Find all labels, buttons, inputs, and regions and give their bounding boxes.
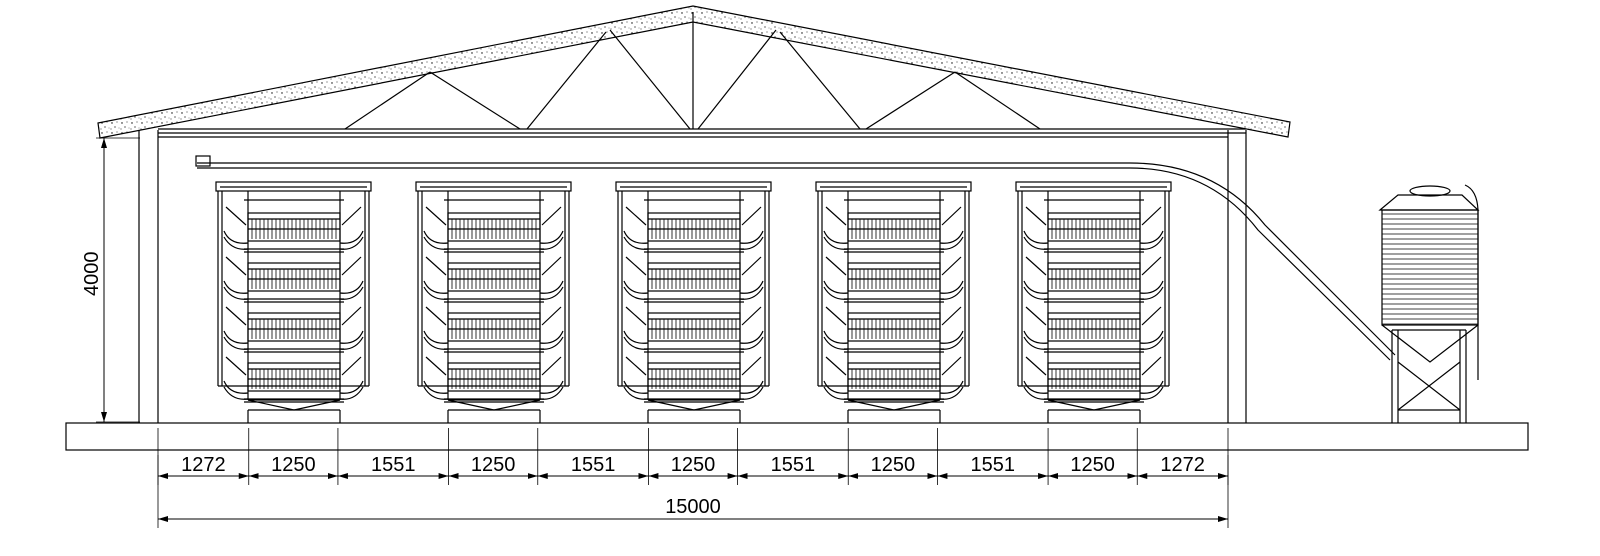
cage-row-4 <box>815 181 972 423</box>
dimension-label-2: 1250 <box>271 454 316 476</box>
dimension-label-9: 1551 <box>970 454 1015 476</box>
height-dimension-label: 4000 <box>81 252 103 297</box>
total-width-dimension: 15000 <box>157 455 1229 528</box>
dimension-label-6: 1250 <box>671 454 716 476</box>
cage-row-1 <box>215 181 372 423</box>
dimension-label-11: 1272 <box>1160 454 1205 476</box>
dimension-label-3: 1551 <box>371 454 416 476</box>
dimension-label-7: 1551 <box>771 454 816 476</box>
cage-row-2 <box>415 181 572 423</box>
dimension-label-10: 1250 <box>1070 454 1115 476</box>
silo-corrugation <box>1382 213 1478 325</box>
house-walls <box>138 130 1247 423</box>
roof <box>97 5 1291 139</box>
bottom-dimension-chain: 1272 1250 1551 1250 1551 1250 1551 1250 1551 1250… <box>157 428 1229 485</box>
foundation-slab <box>65 422 1529 451</box>
dimension-label-4: 1250 <box>471 454 516 476</box>
height-dimension: 4000 <box>81 137 140 423</box>
roof-truss <box>158 12 1246 134</box>
cage-row-5 <box>1015 181 1172 423</box>
cage-rows <box>215 181 1172 423</box>
feed-silo <box>1378 184 1480 423</box>
dimension-label-5: 1551 <box>571 454 616 476</box>
total-width-label: 15000 <box>665 496 721 518</box>
dimension-label-1: 1272 <box>181 454 226 476</box>
cage-row-3 <box>615 181 772 423</box>
feed-pipe <box>195 155 1396 361</box>
dimension-label-8: 1250 <box>871 454 916 476</box>
